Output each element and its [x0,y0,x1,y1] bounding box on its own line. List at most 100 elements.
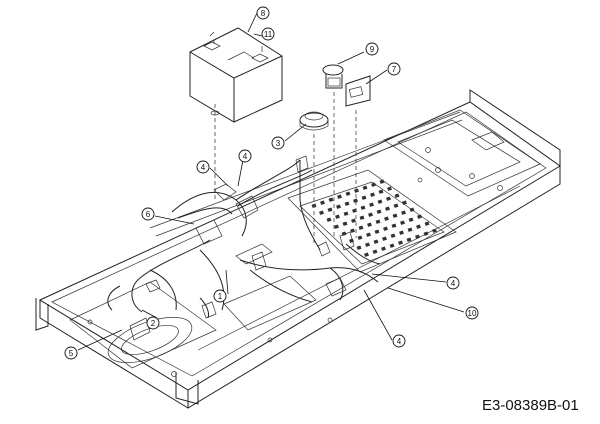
wiring-harness [107,155,381,341]
grid-hole [389,243,395,248]
grid-hole [371,182,376,187]
grid-hole [383,226,388,231]
grid-hole [423,231,429,236]
grid-hole [400,220,405,225]
grid-hole [398,240,403,245]
grid-hole [334,224,339,229]
grid-hole [368,212,373,217]
grid-hole [390,233,396,238]
grid-hole [406,237,412,242]
grid-hole [328,197,334,202]
grid-hole [360,205,366,210]
svg-text:2: 2 [151,319,156,328]
grid-hole [385,206,390,211]
grid-hole [408,217,414,222]
svg-text:11: 11 [264,30,273,39]
callout-4-right: 4 [446,276,460,290]
grid-hole [343,211,349,216]
grid-hole [365,242,370,247]
grid-hole [432,228,437,233]
grid-hole [384,216,389,221]
grid-hole [382,236,387,241]
grid-hole [409,207,415,212]
grid-hole [361,195,367,200]
grid-hole [356,245,362,250]
grid-hole [379,179,385,184]
grid-hole [320,200,325,205]
svg-text:4: 4 [243,152,248,161]
grid-hole [407,227,413,232]
svg-text:4: 4 [201,163,206,172]
svg-text:10: 10 [468,309,477,318]
grid-hole [402,200,407,205]
grid-hole [370,192,375,197]
grid-hole [392,213,398,218]
svg-text:9: 9 [370,45,375,54]
svg-text:1: 1 [218,292,223,301]
grid-hole [394,193,400,198]
grid-hole [375,219,381,224]
ventilation-grid [311,179,437,257]
svg-text:4: 4 [397,337,402,346]
round-switch [299,111,329,131]
grid-hole [401,210,406,215]
callout-4-top-left: 4 [196,160,210,174]
grid-hole [417,214,422,219]
grid-hole [372,249,378,254]
grid-hole [350,228,355,233]
callout-2: 2 [146,316,160,330]
grid-hole [391,223,397,228]
grid-hole [351,218,356,223]
grid-hole [376,209,382,214]
grid-hole [387,186,392,191]
callout-8: 8 [256,6,270,20]
leader-lines [77,12,465,351]
callout-11: 11 [261,27,275,41]
grid-hole [357,235,363,240]
grid-hole [335,214,340,219]
grid-hole [415,234,420,239]
grid-hole [369,202,374,207]
grid-hole [386,196,391,201]
grid-hole [378,189,384,194]
battery-screw-icon [210,110,220,116]
svg-text:4: 4 [451,279,456,288]
relay-box [345,75,371,107]
grid-hole [342,221,348,226]
callout-4-top: 4 [238,149,252,163]
battery [189,27,283,123]
grid-hole [424,221,430,226]
grid-hole [366,232,371,237]
grid-hole [381,246,386,251]
grid-hole [344,201,350,206]
grid-hole [327,207,333,212]
grid-hole [345,191,351,196]
grid-hole [416,224,421,229]
grid-hole [374,229,380,234]
callout-3: 3 [271,136,285,150]
svg-text:6: 6 [146,210,151,219]
svg-text:8: 8 [261,9,266,18]
callout-1: 1 [213,289,227,303]
grid-hole [359,215,365,220]
grid-hole [337,194,342,199]
key-switch [322,64,344,89]
svg-text:3: 3 [276,139,281,148]
callout-5: 5 [64,346,78,360]
drawing-code: E3-08389B-01 [482,397,579,414]
grid-hole [399,230,404,235]
grid-hole [377,199,383,204]
grid-hole [364,252,369,257]
grid-hole [358,225,364,230]
grid-hole [319,210,324,215]
callout-6: 6 [141,207,155,221]
grid-hole [367,222,372,227]
frame [35,89,561,409]
svg-text:7: 7 [392,65,397,74]
grid-hole [353,198,358,203]
callout-7: 7 [387,62,401,76]
svg-text:5: 5 [69,349,74,358]
grid-hole [393,203,399,208]
grid-hole [326,217,332,222]
